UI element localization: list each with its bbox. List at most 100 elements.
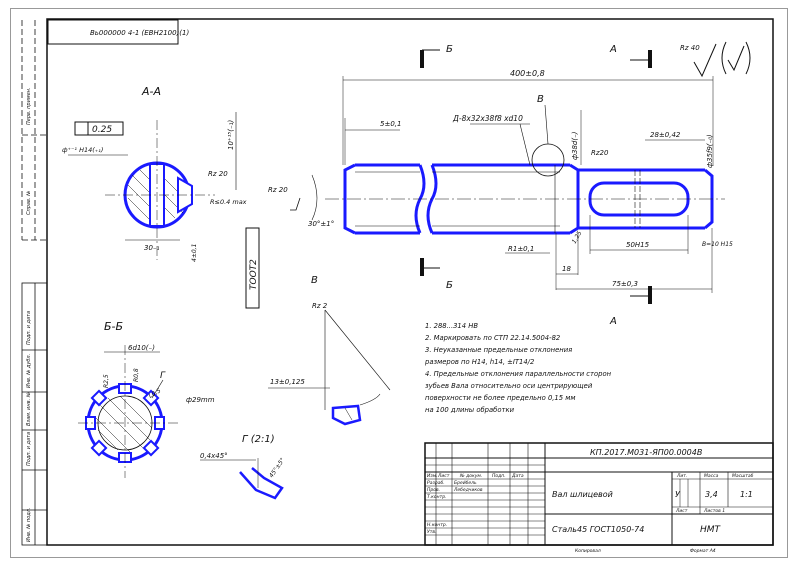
note-line: зубьев Вала относительно оси центрирующе… xyxy=(425,382,593,390)
rz-main: Rz 40 xyxy=(680,44,700,52)
row-nkontr: Н.контр. xyxy=(427,522,447,528)
note-line: 2. Маркировать по СТП 22.14.5004-82 xyxy=(425,334,560,342)
dia1-label: ф38d(₋) xyxy=(571,131,579,160)
section-b-mark: Б xyxy=(446,280,453,291)
side-label: Перв. примен. xyxy=(26,87,32,125)
inner-frame xyxy=(46,18,774,546)
section-aa-box-value: 0.25 xyxy=(92,125,112,135)
detail-v-circle xyxy=(531,143,565,177)
detail-v-profile xyxy=(331,404,362,426)
copied-label: Копировал xyxy=(575,548,601,554)
chamfer-angle: 30°±1° xyxy=(308,220,334,228)
section-a-mark: А xyxy=(609,44,617,55)
head-podp: Подп. xyxy=(492,473,506,479)
side-label: Инв. № дубл. xyxy=(26,354,32,388)
letter: У xyxy=(675,490,681,499)
detail-v-mark: В xyxy=(537,94,544,105)
section-a-mark: А xyxy=(609,316,617,327)
title-block-labels: Лит. Масса Масштаб Лист Листов 1 Разраб.… xyxy=(427,473,754,554)
scale: 1:1 xyxy=(740,490,753,499)
section-aa-r: R≤0.4 max xyxy=(210,198,247,206)
overall-length: 400±0,8 xyxy=(510,69,545,78)
side-label: Подп. и дата xyxy=(26,311,32,345)
section-aa-rz2: Rz 20 xyxy=(268,186,288,194)
technical-notes: 1. 288...314 НВ 2. Маркировать по СТП 22… xyxy=(424,322,612,414)
row-prov: Пров. xyxy=(427,487,440,493)
note-line: 3. Неуказанные предельные отклонения xyxy=(425,346,572,354)
note-line: размеров по H14, h14, ±IT14/2 xyxy=(424,358,534,366)
note-line: поверхности не более предельно 0,15 мм xyxy=(425,394,576,402)
title-block xyxy=(424,442,774,546)
small-right-label: В=10 Н15 xyxy=(702,241,733,248)
format-label: Формат А4 xyxy=(690,548,716,554)
mass: 3,4 xyxy=(705,490,718,499)
label-sheet: Лист xyxy=(675,508,688,514)
name-2: Лебедчиков xyxy=(453,487,483,493)
len18-label: 18 xyxy=(562,265,571,273)
side-label: Справ. № xyxy=(26,191,32,215)
detail-g-title: Г (2:1) xyxy=(242,434,275,445)
side-label: Подп. и дата xyxy=(26,432,32,466)
side-label: Инв. № подл. xyxy=(26,508,32,543)
section-bb-title: Б-Б xyxy=(104,320,123,333)
head-data: Дата xyxy=(511,473,524,479)
section-aa-depth: 4±0,1 xyxy=(191,244,198,262)
note-line: 1. 288...314 НВ xyxy=(425,322,478,330)
detail-v-rz: Rz 2 xyxy=(312,302,328,310)
section-aa-width: 30₋₁ xyxy=(144,244,160,252)
label-lit: Лит. xyxy=(676,473,687,479)
part-name: Вал шлицевой xyxy=(552,490,613,499)
section-aa-rz: Rz 20 xyxy=(208,170,228,178)
left-side-strip xyxy=(21,20,48,546)
section-markers: Б Б А А xyxy=(420,44,652,327)
head-list: Лист xyxy=(437,473,450,479)
stamp-frame xyxy=(245,227,260,309)
section-bb-mark: Г xyxy=(160,371,166,381)
section-bb-top: 6d10(₋) xyxy=(128,344,155,352)
len50-label: 50H15 xyxy=(626,241,650,249)
stamp-text: TOOT2 xyxy=(249,259,259,290)
len75-label: 75±0,3 xyxy=(612,280,638,288)
top-stamp-text: Вь000000 4-1 (ЕВН2100)(1) xyxy=(90,29,189,37)
material: Сталь45 ГОСТ1050-74 xyxy=(552,525,644,534)
detail-v-title: В xyxy=(311,275,318,286)
section-b-mark: Б xyxy=(446,44,453,55)
doc-code: КП.2017.М031-ЯП00.0004В xyxy=(590,448,702,457)
label-sheets: Листов 1 xyxy=(703,508,725,514)
row-utv: Утв. xyxy=(427,529,436,535)
detail-g-profile xyxy=(239,467,284,500)
rz-right: Rz20 xyxy=(591,149,609,157)
row-tkontr: Т.контр. xyxy=(427,494,447,500)
section-aa-dim-h: ф⁺⁻¹ H14(₊₁) xyxy=(62,146,103,154)
detail-g-chamfer: 0,4х45° xyxy=(200,452,228,460)
section-aa-box xyxy=(74,121,124,136)
note-line: 4. Предельные отклонения параллельности … xyxy=(425,370,612,378)
organization: НМТ xyxy=(700,525,722,535)
section-bb-r2: R0,8 xyxy=(133,368,140,382)
fillet-label: R1±0,1 xyxy=(508,245,534,253)
section-bb-r: R2,5 xyxy=(103,374,110,388)
detail-g-angle: 45°±5° xyxy=(268,457,287,479)
key-width: 28±0,42 xyxy=(650,131,681,139)
dia2-label: ф35f9(₋₀) xyxy=(706,134,714,168)
shaft-body xyxy=(343,163,714,235)
label-mass: Масса xyxy=(704,473,719,479)
top-stamp-box xyxy=(47,19,179,45)
section-aa-dim-right: 10⁺¹⁵(₋₁) xyxy=(227,120,235,150)
head-izm: Изм. xyxy=(427,473,438,479)
section-aa-title: А-А xyxy=(141,85,161,98)
detail-v-dim: 13±0,125 xyxy=(270,378,305,386)
label-scale: Масштаб xyxy=(732,473,754,479)
head-doc: № докум. xyxy=(459,473,482,479)
side-label-group: Перв. примен. Справ. № Подп. и дата Инв.… xyxy=(26,87,32,542)
side-label: Взам. инв. № xyxy=(26,392,32,426)
name-1: Брейбель xyxy=(454,480,477,486)
outer-border xyxy=(10,8,788,558)
section-bb-d: ф29mm xyxy=(186,396,215,404)
chamfer-dim: 5±0,1 xyxy=(380,120,401,128)
spline-label: Д-8х32х38f8 хd10 xyxy=(452,114,523,123)
row-razrab: Разраб. xyxy=(427,480,445,486)
note-line: на 100 длины обработки xyxy=(425,406,515,414)
